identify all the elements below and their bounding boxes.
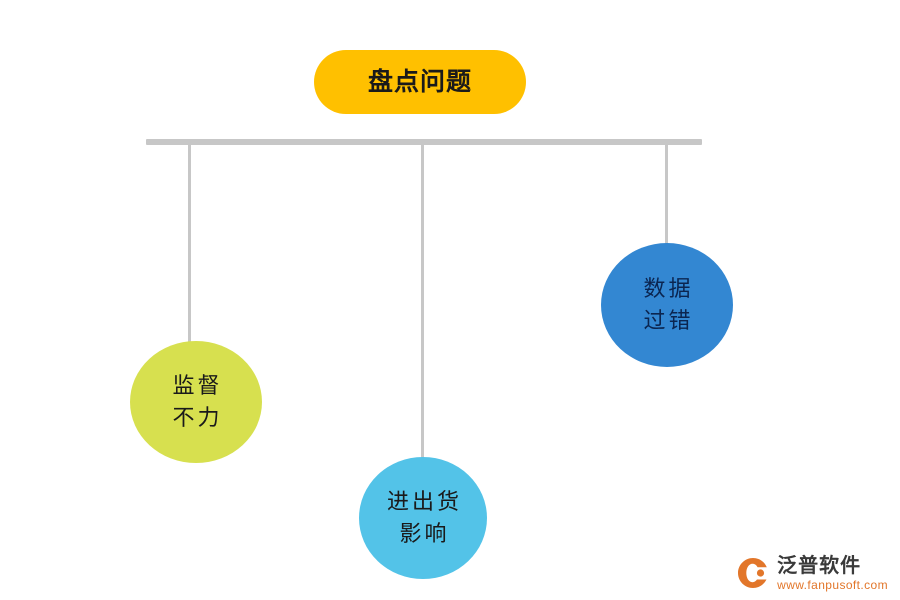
root-node[interactable]: 盘点问题 — [314, 50, 526, 114]
branch-node-2-line-2: 影响 — [399, 521, 450, 546]
branch-node-3-line-1: 数据 — [643, 276, 694, 302]
company-logo-icon — [736, 556, 770, 590]
branch-node-1-line-2: 不力 — [172, 405, 223, 430]
branch-node-3-line-2: 过错 — [643, 308, 694, 333]
watermark-text: 泛普软件 www.fanpusoft.com — [777, 555, 888, 592]
root-node-label: 盘点问题 — [367, 67, 472, 96]
watermark-url: www.fanpusoft.com — [777, 577, 888, 592]
branch-node-2[interactable]: 进出货 影响 — [359, 457, 487, 579]
connector-line-branch-1 — [188, 144, 191, 342]
connector-line-branch-3 — [665, 144, 668, 244]
branch-node-2-line-1: 进出货 — [386, 489, 462, 515]
branch-node-1[interactable]: 监督 不力 — [130, 341, 262, 463]
horizontal-bus-line — [146, 139, 702, 145]
watermark: 泛普软件 www.fanpusoft.com — [736, 555, 888, 592]
connector-line-branch-2 — [421, 144, 424, 458]
branch-node-1-line-1: 监督 — [172, 373, 223, 399]
watermark-company-name: 泛普软件 — [777, 554, 862, 577]
branch-node-3[interactable]: 数据 过错 — [601, 243, 733, 367]
